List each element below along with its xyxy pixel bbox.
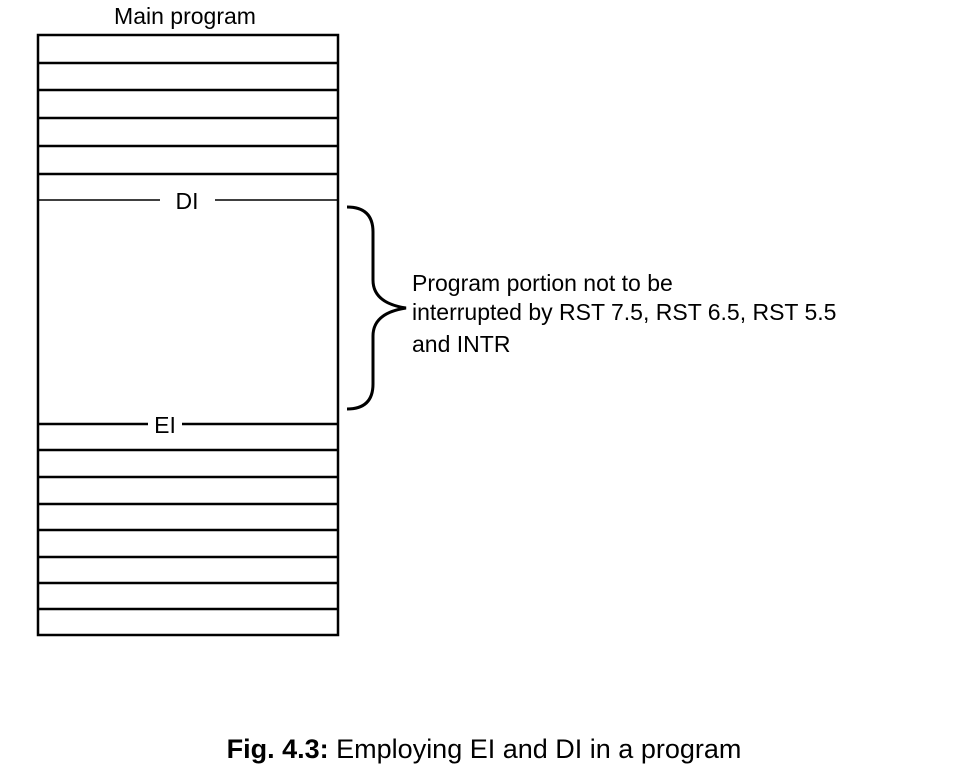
instruction-rows-top bbox=[38, 61, 338, 176]
note-line: interrupted by RST 7.5, RST 6.5, RST 5.5 bbox=[412, 299, 836, 325]
protected-region-note: Program portion not to be interrupted by… bbox=[412, 270, 843, 357]
curly-brace bbox=[346, 205, 407, 411]
figure-caption-text: Employing EI and DI in a program bbox=[328, 734, 742, 764]
main-program-heading: Main program bbox=[114, 3, 256, 29]
program-box bbox=[36, 33, 340, 637]
ei-label: EI bbox=[154, 412, 176, 438]
figure-caption: Fig. 4.3: Employing EI and DI in a progr… bbox=[0, 733, 968, 765]
instruction-rows-bottom bbox=[38, 448, 338, 611]
di-label: DI bbox=[176, 188, 199, 214]
di-instruction-line: DI bbox=[38, 188, 338, 214]
note-line: and INTR bbox=[412, 331, 510, 357]
note-line: Program portion not to be bbox=[412, 270, 673, 296]
figure-number: Fig. 4.3: bbox=[226, 734, 329, 764]
ei-instruction-line: EI bbox=[38, 412, 338, 438]
